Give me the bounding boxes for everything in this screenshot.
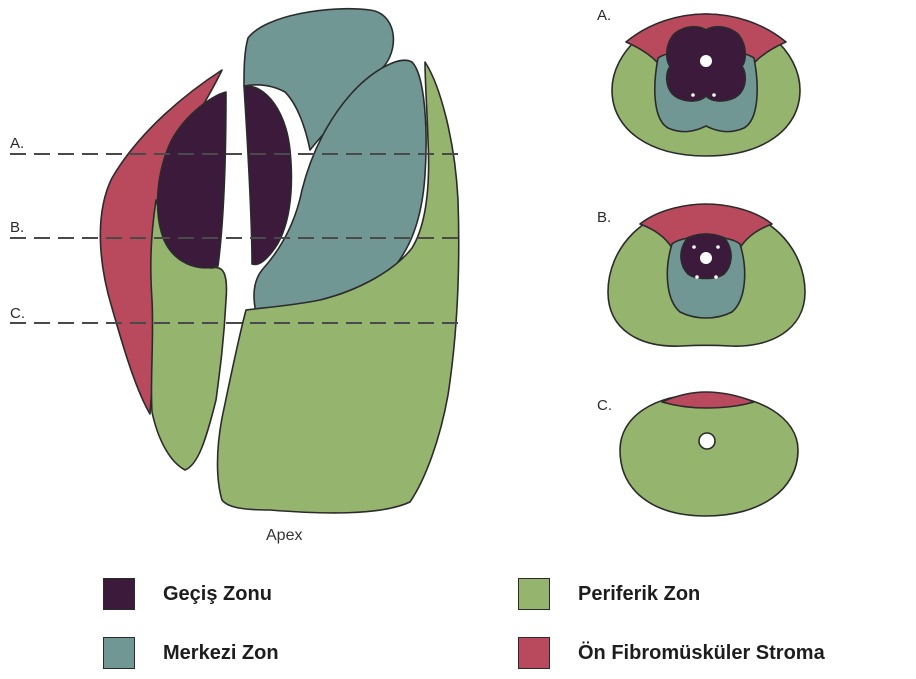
cross-b-label: B. xyxy=(597,209,611,226)
legend-item-anterior-stroma: Ön Fibromüsküler Stroma xyxy=(518,637,825,669)
legend-label-peripheral-zone: Periferik Zon xyxy=(578,583,700,606)
legend-item-transition-zone: Geçiş Zonu xyxy=(103,578,272,610)
cross-section-c xyxy=(620,392,798,516)
legend-swatch-anterior-stroma xyxy=(518,637,550,669)
section-label-c: C. xyxy=(10,305,25,322)
legend-label-central-zone: Merkezi Zon xyxy=(163,642,279,665)
legend-swatch-central-zone xyxy=(103,637,135,669)
section-label-b: B. xyxy=(10,219,24,236)
cross-c-peripheral xyxy=(620,394,798,516)
apex-label: Apex xyxy=(266,527,302,544)
legend-swatch-transition-zone xyxy=(103,578,135,610)
legend-label-transition-zone: Geçiş Zonu xyxy=(163,583,272,606)
legend-swatch-peripheral-zone xyxy=(518,578,550,610)
legend-item-peripheral-zone: Periferik Zon xyxy=(518,578,700,610)
cross-a-label: A. xyxy=(597,7,611,24)
cross-c-stroma xyxy=(662,392,754,408)
section-label-a: A. xyxy=(10,135,24,152)
legend-label-anterior-stroma: Ön Fibromüsküler Stroma xyxy=(578,642,825,665)
legend-item-central-zone: Merkezi Zon xyxy=(103,637,279,669)
cross-section-b xyxy=(608,204,805,346)
cross-section-a xyxy=(612,14,800,156)
cross-c-label: C. xyxy=(597,397,612,414)
